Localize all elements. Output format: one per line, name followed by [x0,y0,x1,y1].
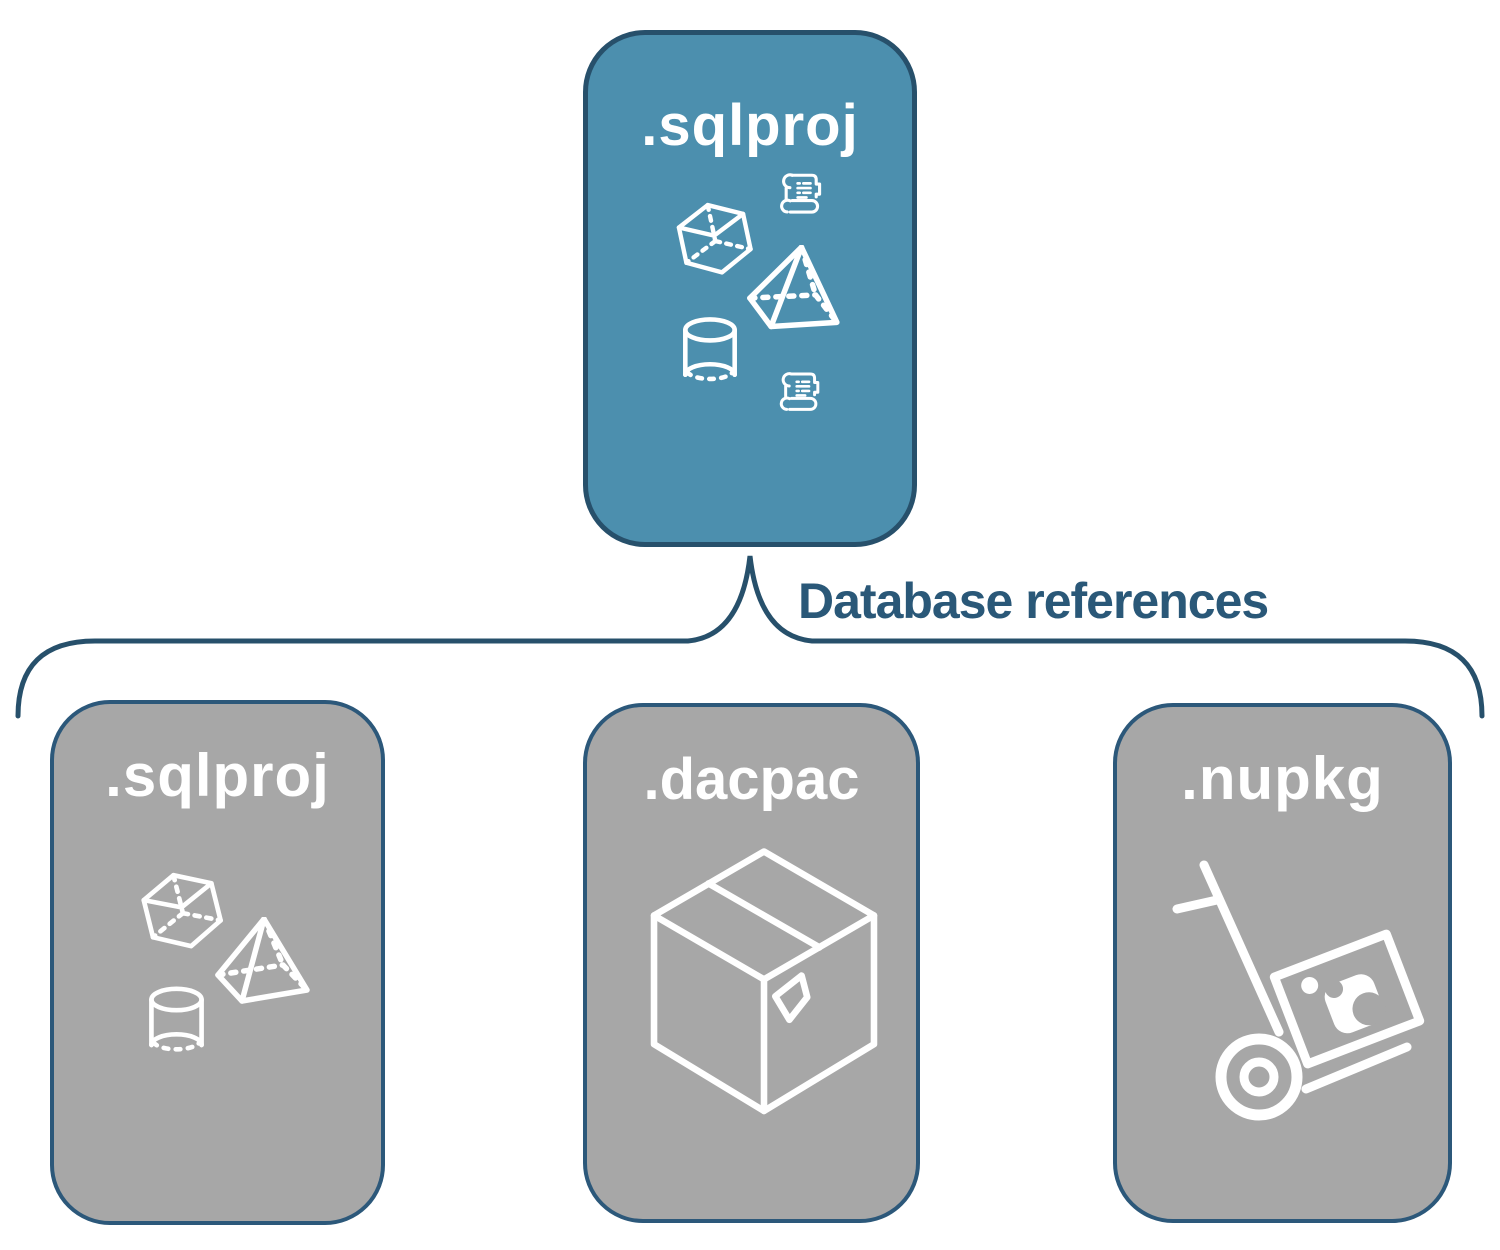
node-label: .dacpac [643,747,860,812]
cube-icon [675,197,755,282]
cylinder-icon [144,986,209,1066]
node-nupkg: .nupkg [1113,703,1452,1223]
node-label: .sqlproj [105,742,330,809]
scroll-icon [772,168,826,223]
scroll-icon [772,366,824,421]
node-dacpac: .dacpac [583,703,920,1223]
package-box-icon [641,844,887,1126]
connector-label: Database references [798,573,1269,629]
hand-truck-icon [1169,859,1429,1121]
node-sqlproj-child: .sqlproj [50,700,385,1225]
cylinder-icon [678,317,742,395]
node-label: .nupkg [1181,745,1384,812]
cube-icon [139,869,226,954]
node-label: .sqlproj [641,93,859,158]
node-sqlproj-root: .sqlproj [583,30,917,547]
pyramid-icon [746,245,848,335]
pyramid-icon [214,917,314,1007]
